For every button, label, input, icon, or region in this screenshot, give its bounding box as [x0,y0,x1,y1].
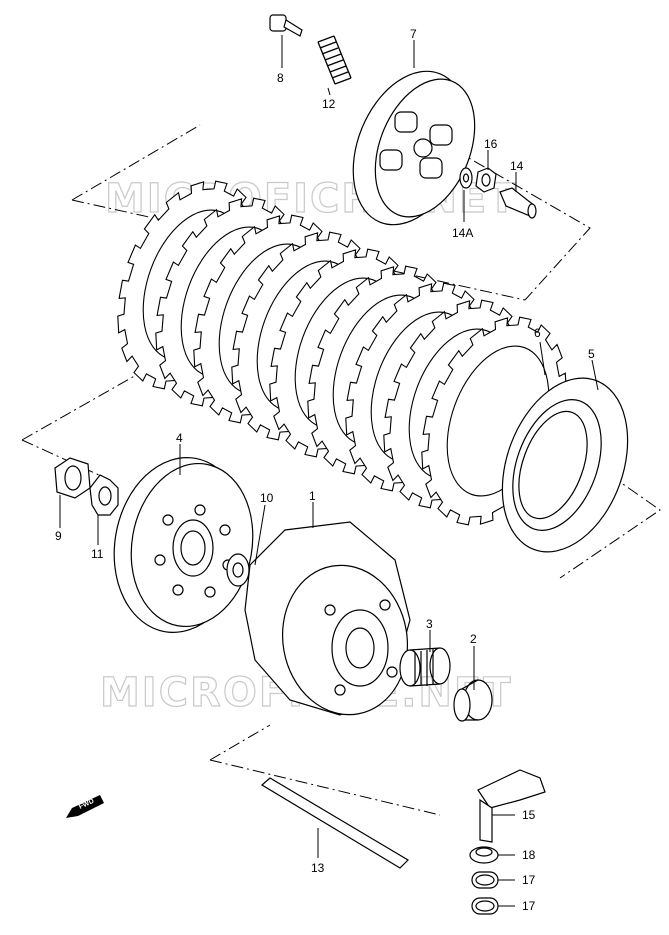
label-part-6: 6 [534,326,541,340]
nut-part-16 [475,167,497,193]
bolt-part-8 [269,14,303,37]
label-part-11: 11 [91,547,104,561]
clutch-plate-stack [117,180,567,526]
bearing-part-17-upper [471,871,499,889]
pressure-ring-part-5 [501,377,629,553]
release-arm-part-15 [477,769,546,843]
leader-lines [59,35,599,907]
push-piece-part-14 [499,187,537,219]
pressure-plate-part-7 [352,70,476,226]
bearing-part-17-lower [471,897,499,915]
oil-seal-part-18 [469,846,499,864]
washer-part-14a [459,167,473,189]
label-part-14: 14 [510,159,524,173]
clutch-housing-part-1 [244,521,411,716]
forward-direction-arrow: FWD [66,795,104,818]
label-part-17-lower: 17 [522,899,536,913]
clutch-hub-part-4 [113,457,254,633]
label-part-13: 13 [311,861,325,875]
label-part-7: 7 [410,27,417,41]
label-part-17-upper: 17 [522,873,536,887]
label-part-10: 10 [260,491,274,505]
label-part-5: 5 [588,347,595,361]
label-part-9: 9 [55,529,62,543]
washer-part-10 [226,553,250,587]
push-rod-part-13 [260,777,409,869]
label-part-18: 18 [522,848,536,862]
nut-part-9 [54,457,91,499]
needle-bearing-part-3 [399,647,451,687]
label-part-8: 8 [277,71,284,85]
clutch-spring-part-12 [317,35,352,85]
label-part-2: 2 [470,632,477,646]
label-part-12: 12 [322,97,336,111]
label-part-4: 4 [176,431,183,445]
label-part-1: 1 [309,489,316,503]
label-part-3: 3 [426,617,433,631]
label-part-14a: 14A [452,226,473,240]
lock-washer-part-11 [89,474,119,516]
spacer-part-2 [453,679,493,722]
label-part-15: 15 [522,808,536,822]
label-part-16: 16 [484,137,498,151]
